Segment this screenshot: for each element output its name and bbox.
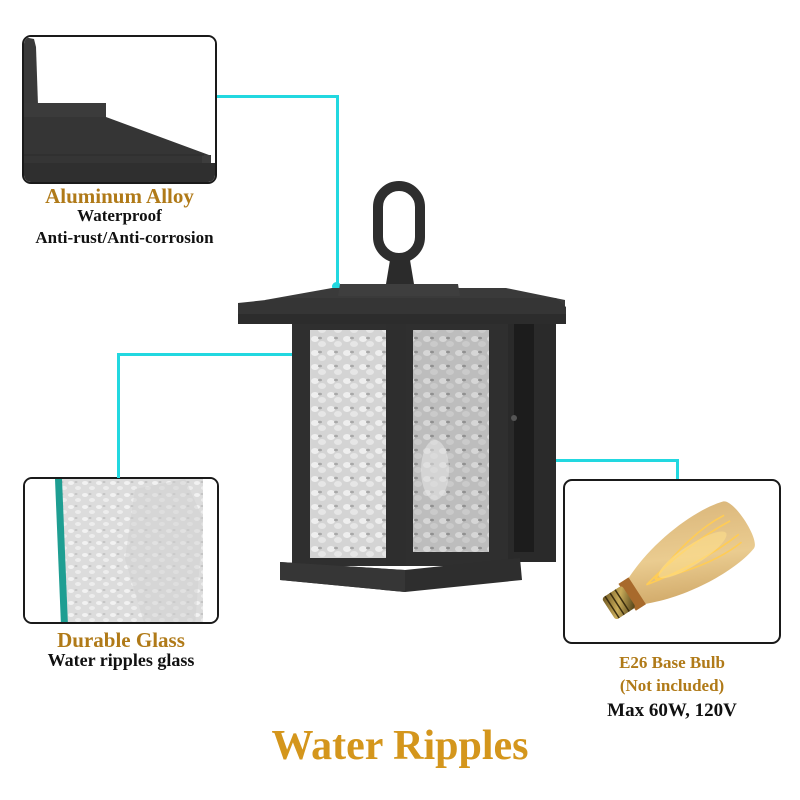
aluminum-frame-closeup-image [24,37,215,182]
wall-lantern-image [238,181,566,592]
connector-bulb-v [676,459,679,479]
glass-closeup-box [23,477,219,624]
glass-line1: Water ripples glass [47,650,195,670]
connector-aluminum-h [217,95,339,98]
aluminum-line2: Anti-rust/Anti-corrosion [35,228,214,247]
connector-aluminum-dot [332,282,341,291]
connector-aluminum-v [336,95,339,287]
aluminum-title: Aluminum Alloy [45,184,194,208]
bulb-title-line1: E26 Base Bulb [619,653,725,672]
footer-title: Water Ripples [271,723,529,769]
bulb-title-line2: (Not included) [619,676,725,695]
connector-glass-v [117,353,120,478]
water-ripple-glass-image [25,479,217,622]
aluminum-line1: Waterproof [77,206,162,225]
bulb-box [563,479,781,644]
glass-title: Durable Glass [57,628,185,652]
edison-bulb-image [602,501,755,620]
aluminum-closeup-box [22,35,217,184]
bulb-spec: Max 60W, 120V [607,700,737,721]
connector-glass-h [117,353,332,356]
